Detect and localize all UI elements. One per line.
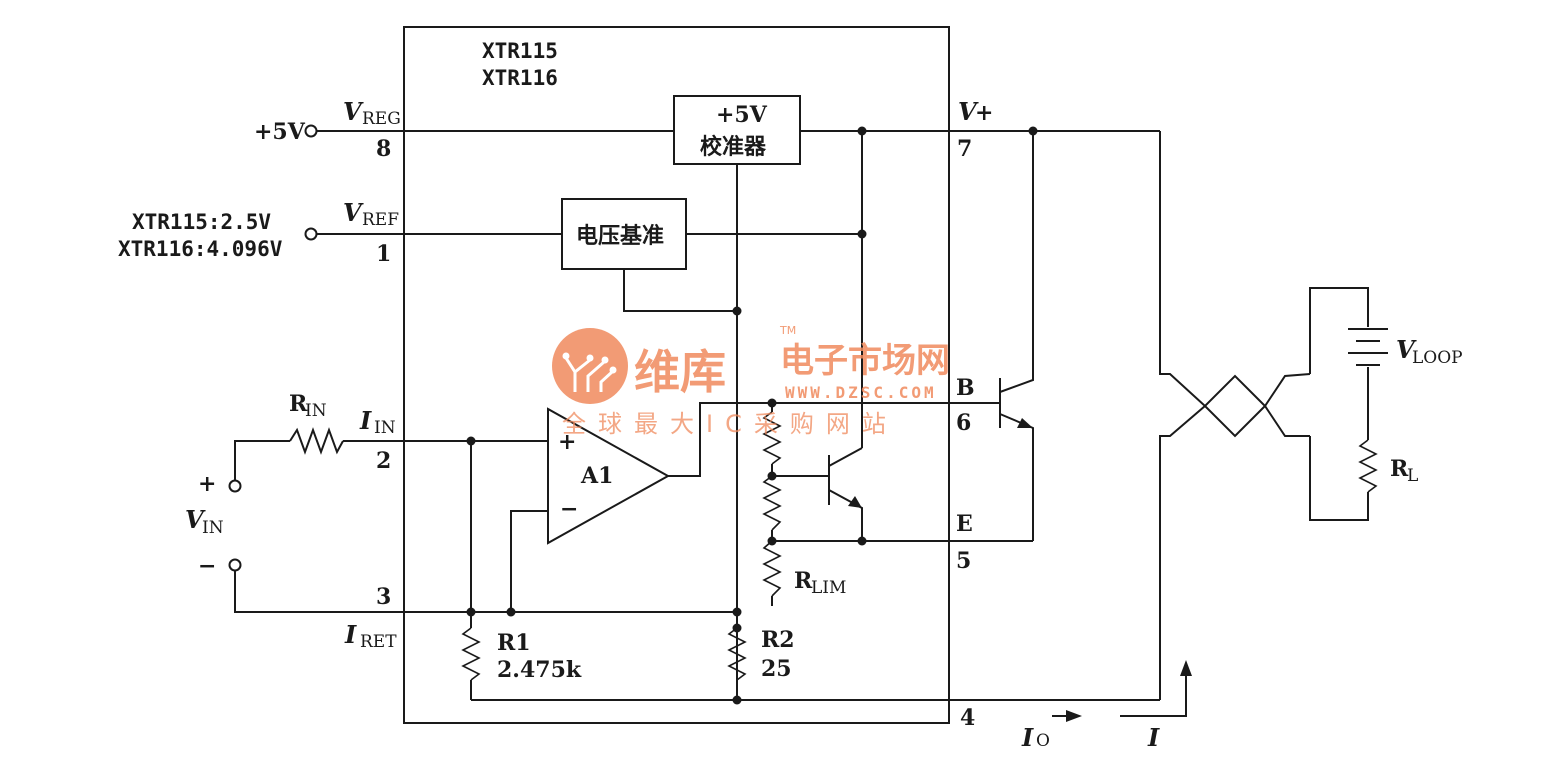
vref-output-line2: XTR116:4.096V <box>118 237 283 261</box>
pin-8-number: 8 <box>376 136 391 162</box>
opamp-a1 <box>547 407 671 545</box>
supply-terminal <box>304 124 318 138</box>
watermark: 维库 电子市场网 TM WWW.DZSC.COM 全球最大IC采购网站 <box>552 324 950 438</box>
pin-iin-sub: IN <box>374 418 396 438</box>
pin-2-number: 2 <box>376 448 391 474</box>
rl-resistor <box>1358 439 1378 493</box>
rlim-resistor <box>762 540 782 597</box>
regulator-line1: +5V <box>716 102 768 128</box>
r2-value: 25 <box>761 656 792 682</box>
opamp-plus: + <box>558 429 576 455</box>
io-sub: O <box>1036 731 1050 751</box>
reference-label: 电压基准 <box>576 224 664 249</box>
chip-name-1: XTR115 <box>482 39 558 63</box>
rl-label: R <box>1390 456 1409 482</box>
r2-name: R2 <box>761 627 795 653</box>
watermark-url: WWW.DZSC.COM <box>785 383 937 402</box>
vloop-sub: LOOP <box>1412 348 1463 368</box>
pin-vref-sub: REF <box>362 210 399 230</box>
supply-label: +5V <box>254 119 306 145</box>
watermark-tm: TM <box>779 324 796 337</box>
rlim-label: R <box>794 568 813 594</box>
vin-minus-sign: − <box>198 553 216 579</box>
vin-plus-terminal <box>228 479 242 493</box>
pin-b-letter: B <box>956 375 975 401</box>
vref-terminal <box>304 227 318 241</box>
r2-resistor <box>727 627 747 681</box>
pin-3-number: 3 <box>376 584 391 610</box>
chip-outline <box>403 26 950 724</box>
rin-label: R <box>289 391 308 417</box>
pin-e-letter: E <box>956 511 973 537</box>
vin-plus-sign: + <box>198 471 216 497</box>
watermark-logo-icon <box>552 328 628 404</box>
pin-6-number: 6 <box>956 410 971 436</box>
i-arrow <box>1180 660 1192 676</box>
vin-sub: IN <box>202 518 224 538</box>
watermark-brand1: 维库 <box>634 345 726 399</box>
rlim-sub: LIM <box>811 578 846 598</box>
rin-resistor <box>289 427 344 455</box>
pin-4-number: 4 <box>960 705 975 731</box>
pin-iret-sub: RET <box>360 632 397 652</box>
regulator-line2: 校准器 <box>700 134 767 160</box>
chip-name-2: XTR116 <box>482 66 558 90</box>
pin-iin-label: I <box>359 406 372 435</box>
pin-iret-label: I <box>344 620 357 649</box>
watermark-brand2: 电子市场网 <box>780 341 950 381</box>
rl-sub: L <box>1407 466 1418 486</box>
vin-label: V <box>185 505 206 534</box>
pin-7-number: 7 <box>957 136 972 162</box>
pin-vplus-suffix: + <box>975 100 993 126</box>
vloop-label: V <box>1396 335 1417 364</box>
vin-minus-terminal <box>228 558 242 572</box>
pin-vref-label: V <box>343 198 364 227</box>
opamp-label: A1 <box>580 463 613 489</box>
vref-output-line1: XTR115:2.5V <box>132 210 271 234</box>
i-label: I <box>1147 723 1160 752</box>
r1-value: 2.475k <box>497 657 582 683</box>
io-label: I <box>1021 723 1034 752</box>
rin-sub: IN <box>305 401 327 421</box>
pin-vreg-sub: REG <box>362 109 401 129</box>
pin-vreg-label: V <box>343 97 364 126</box>
watermark-slogan: 全球最大IC采购网站 <box>562 410 898 438</box>
pin-vplus-label: V <box>958 97 979 126</box>
pin-1-number: 1 <box>376 241 391 267</box>
r1-resistor <box>461 627 481 681</box>
io-arrow <box>1066 710 1082 722</box>
pin-5-number: 5 <box>956 548 971 574</box>
opamp-minus: − <box>560 496 578 522</box>
r1-name: R1 <box>497 630 531 656</box>
